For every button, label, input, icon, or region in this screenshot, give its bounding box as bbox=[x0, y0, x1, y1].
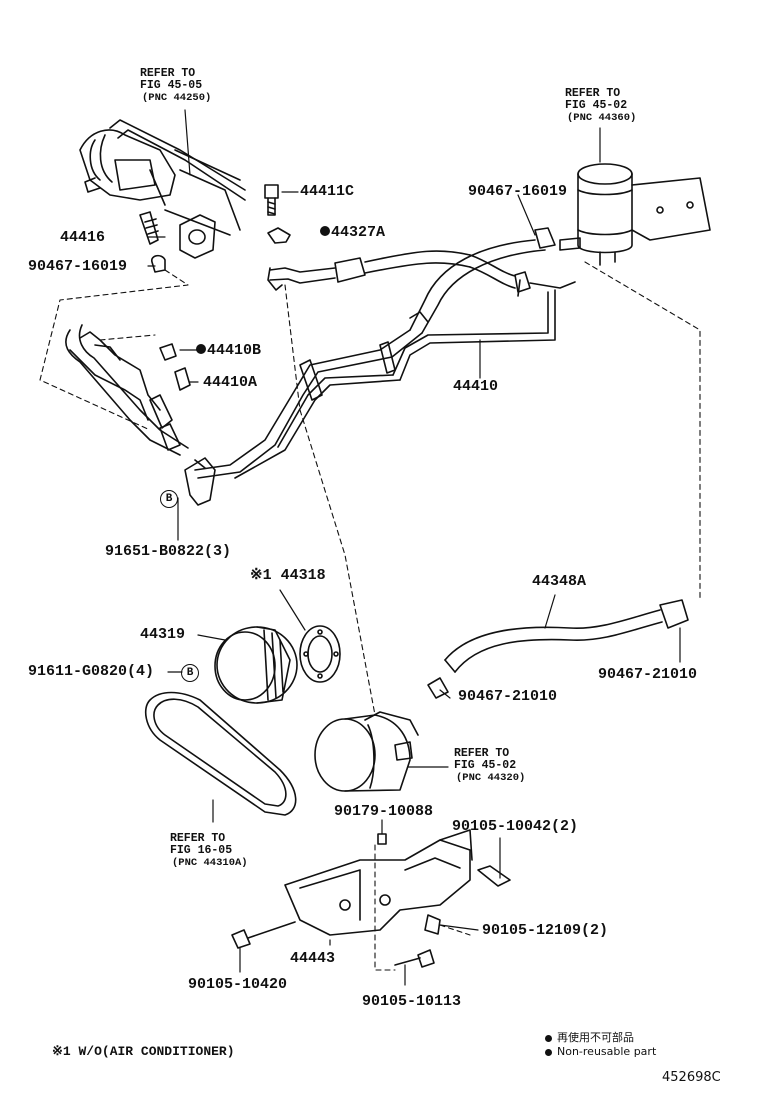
part-label-44410b: 44410B bbox=[196, 342, 261, 359]
leader-lines bbox=[147, 109, 681, 986]
part-label-44411c: 44411C bbox=[300, 183, 355, 200]
ref-line-1: REFER TO bbox=[565, 87, 621, 100]
legend-en-text: Non-reusable part bbox=[557, 1045, 657, 1058]
return-hose-left bbox=[65, 324, 216, 506]
reference-note-fig-45-02-reservoir: REFER TO FIG 45-02 (PNC 44360) bbox=[565, 87, 637, 125]
reference-note-fig-45-05: REFER TO FIG 45-05 (PNC 44250) bbox=[140, 67, 212, 105]
ref-line-2: FIG 16-05 bbox=[170, 844, 233, 857]
part-label-90105-10420: 90105-10420 bbox=[188, 976, 288, 993]
power-steering-pump-drawing bbox=[314, 711, 419, 792]
ref-line-1: REFER TO bbox=[170, 832, 226, 845]
part-label-91651-b0822: 91651-B0822(3) bbox=[105, 543, 232, 560]
ref-line-2: FIG 45-05 bbox=[140, 79, 203, 92]
ref-line-3: (PNC 44310A) bbox=[172, 857, 248, 869]
reference-note-fig-45-02-pump: REFER TO FIG 45-02 (PNC 44320) bbox=[454, 747, 526, 785]
ref-line-3: (PNC 44250) bbox=[142, 92, 212, 104]
reservoir-hose-drawing bbox=[427, 599, 689, 699]
legend-japanese: 再使用不可部品 bbox=[545, 1029, 634, 1045]
part-label-90467-16019-top: 90467-16019 bbox=[468, 183, 568, 200]
reservoir-tank-drawing bbox=[534, 163, 711, 266]
part-label-44348a: 44348A bbox=[532, 573, 587, 590]
v-belt-drawing bbox=[144, 691, 297, 816]
ref-line-2: FIG 45-02 bbox=[454, 759, 517, 772]
part-label-90467-16019-left: 90467-16019 bbox=[28, 258, 128, 275]
pulley-drawing bbox=[214, 626, 298, 704]
figure-id: 452698C bbox=[662, 1070, 721, 1085]
part-number-text: 44410B bbox=[207, 342, 262, 359]
part-label-90105-10113: 90105-10113 bbox=[362, 993, 462, 1010]
ref-line-3: (PNC 44320) bbox=[456, 772, 526, 784]
bracket-block-drawing bbox=[139, 211, 216, 259]
ref-line-1: REFER TO bbox=[454, 747, 510, 760]
ref-line-3: (PNC 44360) bbox=[567, 112, 637, 124]
clamp-left-drawing bbox=[151, 254, 166, 273]
bolts-drawing bbox=[231, 833, 441, 968]
non-reusable-dot-icon bbox=[545, 1034, 552, 1042]
part-label-44416: 44416 bbox=[60, 229, 106, 246]
bolt-b-mark: B bbox=[160, 490, 178, 508]
legend-english: Non-reusable part bbox=[545, 1045, 656, 1058]
part-label-44410a: 44410A bbox=[203, 374, 258, 391]
non-reusable-mark bbox=[196, 344, 206, 355]
part-label-91611-g0820: 91611-G0820(4) bbox=[28, 663, 155, 680]
part-label-44410: 44410 bbox=[453, 378, 499, 395]
ref-line-2: FIG 45-02 bbox=[565, 99, 628, 112]
bolt-b-mark: B bbox=[181, 664, 199, 682]
non-reusable-mark bbox=[320, 226, 330, 237]
part-number-text: 44327A bbox=[331, 224, 386, 241]
pump-bracket-drawing bbox=[284, 829, 511, 936]
ref-line-1: REFER TO bbox=[140, 67, 196, 80]
part-label-44319: 44319 bbox=[140, 626, 186, 643]
union-bolts-44410 bbox=[159, 343, 191, 391]
legend-jp-text: 再使用不可部品 bbox=[557, 1031, 634, 1044]
steering-gear-box-drawing bbox=[79, 119, 246, 236]
part-label-44443: 44443 bbox=[290, 950, 336, 967]
reference-note-fig-16-05: REFER TO FIG 16-05 (PNC 44310A) bbox=[170, 832, 248, 870]
union-bolt-drawing bbox=[264, 184, 291, 244]
part-label-90105-12109: 90105-12109(2) bbox=[482, 922, 609, 939]
footnote-wo-air-conditioner: ※1 W/O(AIR CONDITIONER) bbox=[52, 1044, 235, 1059]
plate-drawing bbox=[299, 625, 341, 683]
part-label-90467-21010-right: 90467-21010 bbox=[598, 666, 698, 683]
pressure-hose-lines bbox=[194, 239, 576, 479]
dashed-connection-lines bbox=[39, 261, 701, 971]
part-label-44318: ※1 44318 bbox=[250, 567, 326, 584]
non-reusable-dot-icon bbox=[545, 1048, 552, 1056]
part-label-90179-10088: 90179-10088 bbox=[334, 803, 434, 820]
part-label-44327a: 44327A bbox=[320, 224, 385, 241]
part-label-90105-10042: 90105-10042(2) bbox=[452, 818, 579, 835]
part-label-90467-21010-mid: 90467-21010 bbox=[458, 688, 558, 705]
